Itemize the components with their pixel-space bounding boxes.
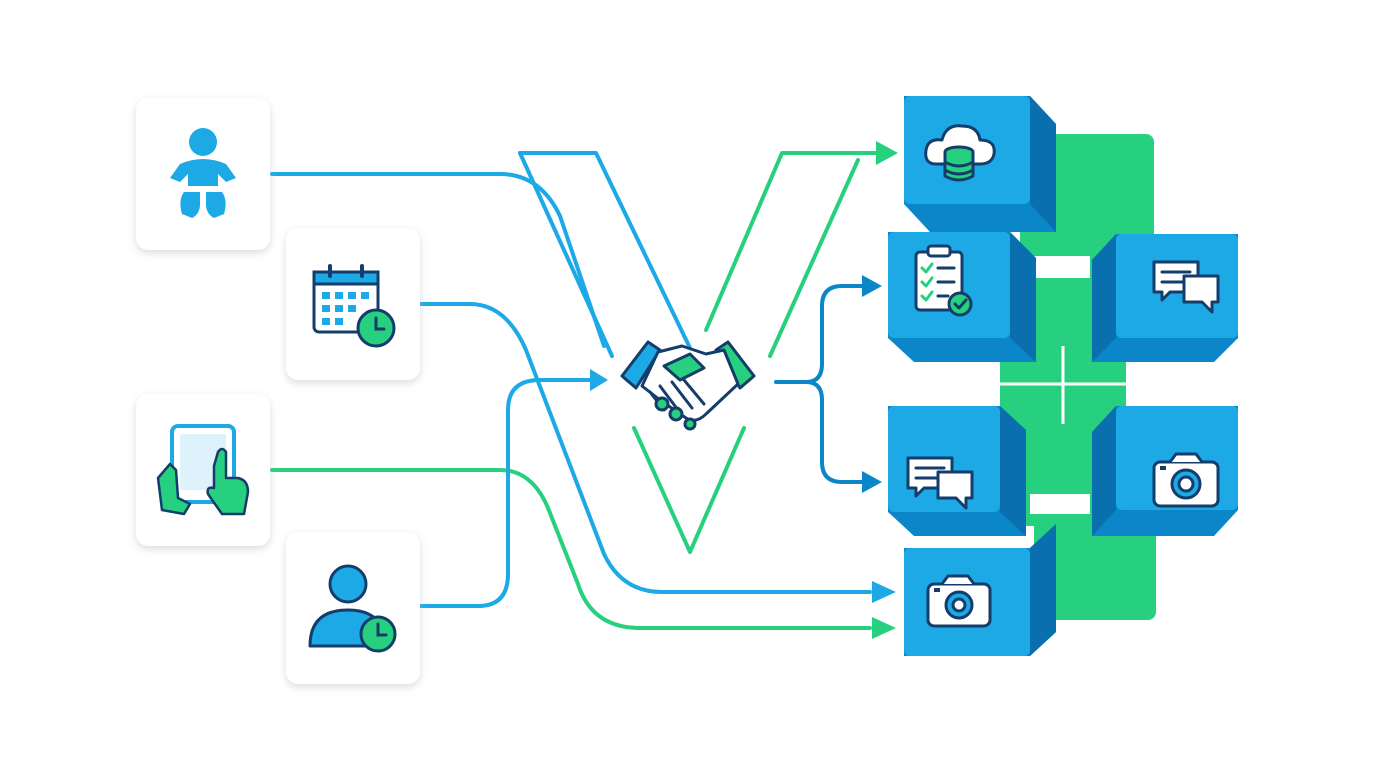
baby-icon (170, 128, 236, 218)
arrow-to-hub (590, 369, 608, 391)
chat-bubbles-icon (906, 456, 974, 510)
connector-calendar-to-camera (418, 302, 872, 594)
chat-bubbles-icon (1152, 260, 1220, 314)
v-logo-bottom (632, 426, 746, 554)
connector-user-to-hub (418, 378, 594, 608)
v-logo-right-stroke (704, 151, 864, 332)
user-clock-icon (308, 564, 397, 653)
hub-handshake[interactable] (620, 340, 756, 431)
arrow-to-cloud (876, 141, 898, 165)
arrow-to-chat (862, 471, 882, 493)
arrow-blue-to-camera (872, 581, 896, 603)
destination-cube-camera-right[interactable] (1092, 406, 1238, 536)
source-card-tablet[interactable] (136, 394, 270, 546)
calendar-clock-icon (312, 264, 396, 348)
v-logo-left-stroke (518, 151, 692, 350)
source-card-user[interactable] (286, 532, 420, 684)
v-logo-right-inner (768, 158, 860, 358)
backbone-gap-2 (1030, 494, 1090, 514)
connector-tablet-to-camera (270, 468, 872, 630)
destination-cube-chat-bottom[interactable] (888, 406, 1026, 536)
source-card-calendar[interactable] (286, 228, 420, 380)
destination-cube-clipboard[interactable] (888, 232, 1036, 362)
backbone-gap-1 (1030, 256, 1090, 278)
cloud-database-icon (924, 124, 996, 182)
connector-baby-to-hub (270, 172, 606, 348)
camera-icon (1152, 452, 1220, 508)
destination-cube-chat-top[interactable] (1092, 234, 1238, 362)
connector-hub-split (774, 284, 866, 484)
card-background (286, 532, 420, 684)
arrow-green-to-camera (872, 617, 896, 639)
arrow-to-clipboard (862, 275, 882, 297)
source-card-baby[interactable] (136, 98, 270, 250)
connectors (270, 151, 880, 630)
handshake-icon (620, 340, 756, 431)
destination-cube-camera-bottom[interactable] (904, 524, 1056, 656)
clipboard-check-icon (914, 244, 973, 317)
camera-icon (926, 574, 992, 628)
destination-cube-cloud[interactable] (904, 96, 1056, 232)
backbone-bottom (1034, 510, 1156, 620)
tablet-touch-icon (156, 424, 250, 516)
arrowheads (590, 141, 898, 639)
